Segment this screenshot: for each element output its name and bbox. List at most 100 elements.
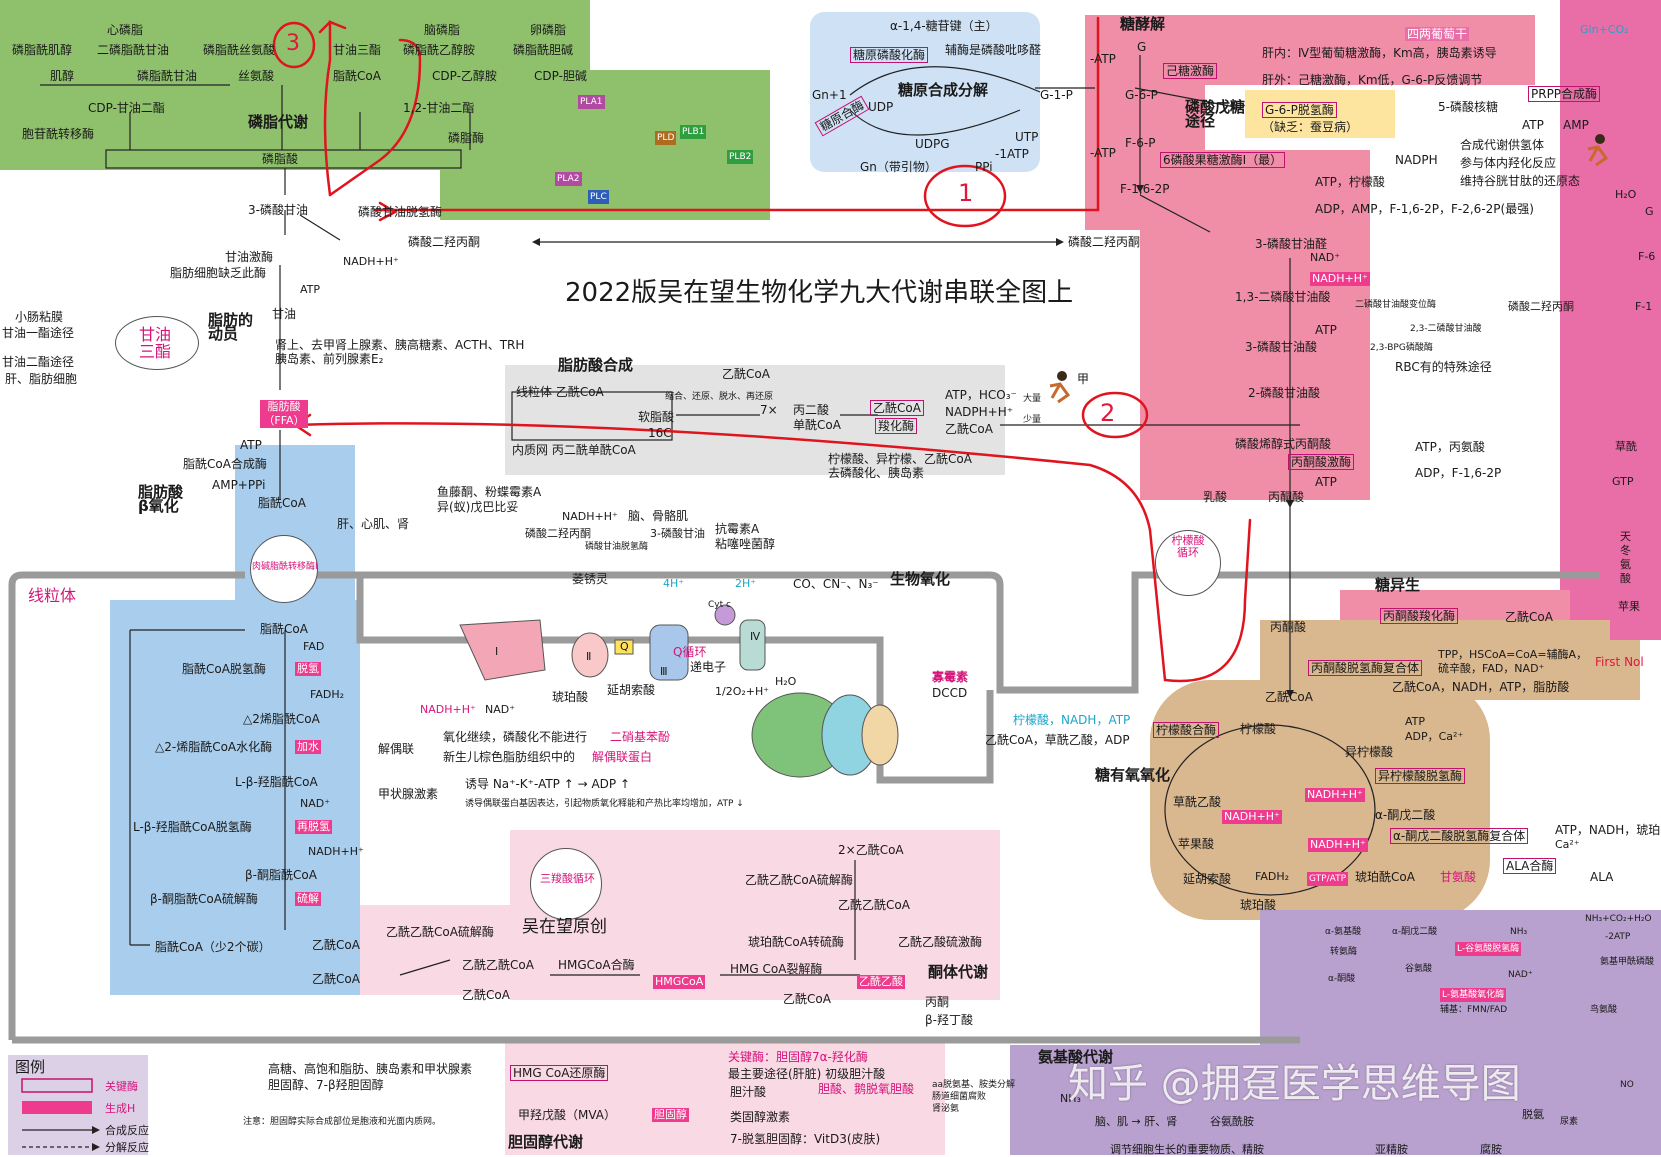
hk-extra: 肝外：己糖激酶，Km低，G-6-P反馈调节 [1262,73,1483,87]
pl-item: 肌醇 [50,69,75,83]
mito-membrane-outer [8,571,1600,1040]
pl-item: 甘油三酯 [333,43,382,57]
fasyn-x7: 7× [760,403,778,417]
amino-glutamate: 谷氨酸 [1405,964,1433,974]
dccd: DCCD [932,686,968,700]
ox-g3pdh: 磷酸甘油脱氢酶 [585,542,649,552]
carnitine-circle [250,535,318,603]
ppp-amp: AMP [1563,118,1589,132]
acc-line1: 乙酰CoA [870,400,924,416]
glycerol: 甘油 [272,307,297,321]
pl-item: 脂酰CoA [333,69,381,83]
red-pen-annotations [272,16,1252,683]
chol-liver: 最主要途径(肝脏) 初级胆汁酸 [728,1067,886,1081]
glycogen-udp: UDP [868,100,894,114]
acyl-dehydrogenase: 脂酰CoA脱氢酶 [182,662,266,676]
pl-enzyme: PLD [655,131,677,145]
ppp-atp: ATP [1522,118,1544,132]
pdh-inhibitors: 乙酰CoA，NADH，ATP，脂肪酸 [1392,680,1570,694]
acc-reg1: 柠檬酸、异柠檬、乙酰CoA [828,452,972,466]
chol-reg-pos: 高糖、高饱和脂肪、胰岛素和甲状腺素 [268,1062,473,1076]
inhibitor-myxothiazol: 粘噻唑菌醇 [715,537,776,551]
right-f1: F-1 [1635,300,1653,313]
glycogen-cycle [849,66,1041,136]
akg-ca: Ca²⁺ [1555,838,1580,851]
chol-steroid: 类固醇激素 [730,1110,791,1124]
ala-synthase: ALA合酶 [1503,858,1557,874]
tca-nadh-2: NADH+H⁺ [1222,810,1282,824]
lactate: 乳酸 [1203,490,1228,504]
ox-nadh-top: NADH+H⁺ [562,510,618,523]
ketone-acoa-mid: 乙酰CoA [462,988,510,1002]
isocitrate: 异柠檬酸 [1345,745,1394,759]
pk-atp: ATP [1315,475,1337,489]
amino-nh3: NH₃ [1060,1092,1081,1105]
ketone-acac: 乙酰乙酰CoA [462,958,534,972]
pk-neg: ADP，F-1,6-2P [1415,466,1502,480]
right-gtp: GTP [1612,475,1634,488]
right-h2o: H₂O [1615,188,1637,201]
beta-fadh: FADH₂ [310,688,344,701]
pl-enzyme: PLA2 [555,172,582,186]
pfk-pos: ATP，柠檬酸 [1315,175,1385,189]
dhap-right: 磷酸二羟丙酮 [1068,235,1141,249]
pl-item: 磷脂酰丝氨酸 [203,43,276,57]
amino-deam2: 脱氨 [1522,1108,1544,1121]
amino-nh3c: NH₃+CO₂+H₂O [1585,914,1652,924]
arrowheads [532,185,1294,698]
fasyn-box [511,391,673,441]
acyl-coa-short: 脂酰CoA（少2个碳） [155,940,271,954]
ketone-region-2 [360,905,520,995]
right-g: G [1645,205,1654,218]
uncoupling-protein: 解偶联蛋白 [592,750,653,764]
pep: 磷酸烯醇式丙酮酸 [1235,437,1332,451]
pdh-cofactors: TPP，HSCoA=CoA=辅酶A，硫辛酸，FAD，NAD⁺ [1438,648,1588,675]
legend-title: 图例 [15,1058,46,1076]
route-2a: 甘油二酯途径 [2,355,75,369]
citrate-synthase: 柠檬酸合酶 [1153,722,1220,738]
amino-carbamoyl: 氨基甲酰磷酸 [1600,957,1655,967]
amino-akg: α-酮戊二酸 [1392,927,1438,937]
pl-enzyme: PLB1 [680,125,707,139]
pl-item: 脑磷脂 [424,23,461,37]
g6p: G-6-P [1125,88,1158,102]
amino-urea: 尿素 [1560,1117,1579,1127]
chol-reg-neg: 胆固醇、7-β羟胆固醇 [268,1078,384,1092]
pl-item: 磷脂酰胆碱 [513,43,574,57]
amino-keto: α-酮酸 [1328,974,1356,984]
glycogen-phosphorylase: 糖原磷酸化酶 [850,47,929,63]
f6p: F-6-P [1125,136,1156,150]
glycine: 甘氨酸 [1440,870,1477,884]
palmitate: 软脂酸 [638,410,675,424]
acc-acoa: 乙酰CoA [945,422,993,436]
dinitrophenol: 二硝基苯酚 [610,730,671,744]
amino-aaa: α-氨基酸 [1325,927,1362,937]
beta-ox-header: 脂肪酸β氧化 [138,483,184,515]
beta-h2: 加水 [295,740,321,754]
amino-gln: 谷氨酰胺 [1210,1115,1254,1128]
enoyl-coa: △2烯脂酰CoA [243,712,320,726]
thyroid-effect1: 诱导 Na⁺-K⁺-ATP ↑ → ADP ↑ [465,777,631,791]
bpg-mutase: 二磷酸甘油酸变位酶 [1355,300,1437,310]
chol-note: 注意：胆固醇实际合成部位是胞液和光面内质网。 [243,1117,442,1127]
route-1b: 甘油一酯途径 [2,326,75,340]
legend-key-enzyme: 关键酶 [105,1080,138,1093]
inhibitor-cyanide: CO、CN⁻、N₃⁻ [793,577,879,591]
uncouple-line2: 新生儿棕色脂肪组织中的 [443,750,576,764]
amino-bottom2: 亚精胺 [1375,1143,1408,1156]
tca-fumarate: 延胡索酸 [1183,872,1232,886]
first-note: First Nol [1595,655,1644,669]
fumarate: 延胡索酸 [607,683,656,697]
handwritten-number-2: 2 [1100,399,1116,427]
mito-label: 线粒体 [28,586,77,605]
tca-header: 糖有氧氧化 [1095,766,1171,784]
glc-atp2: -ATP [1090,146,1116,160]
g3pd-nad: NAD⁺ [1310,251,1341,264]
pdh-complex: 丙酮酸脱氢酶复合体 [1308,660,1423,676]
right-asp: 天冬氨酸 [1620,530,1631,585]
f16p: F-1,6-2P [1120,182,1170,196]
glycogen-ppi: PPi [975,160,993,174]
glycolysis-region-3 [1140,150,1370,500]
pl-item: 1,2-甘油二酯 [403,101,475,115]
